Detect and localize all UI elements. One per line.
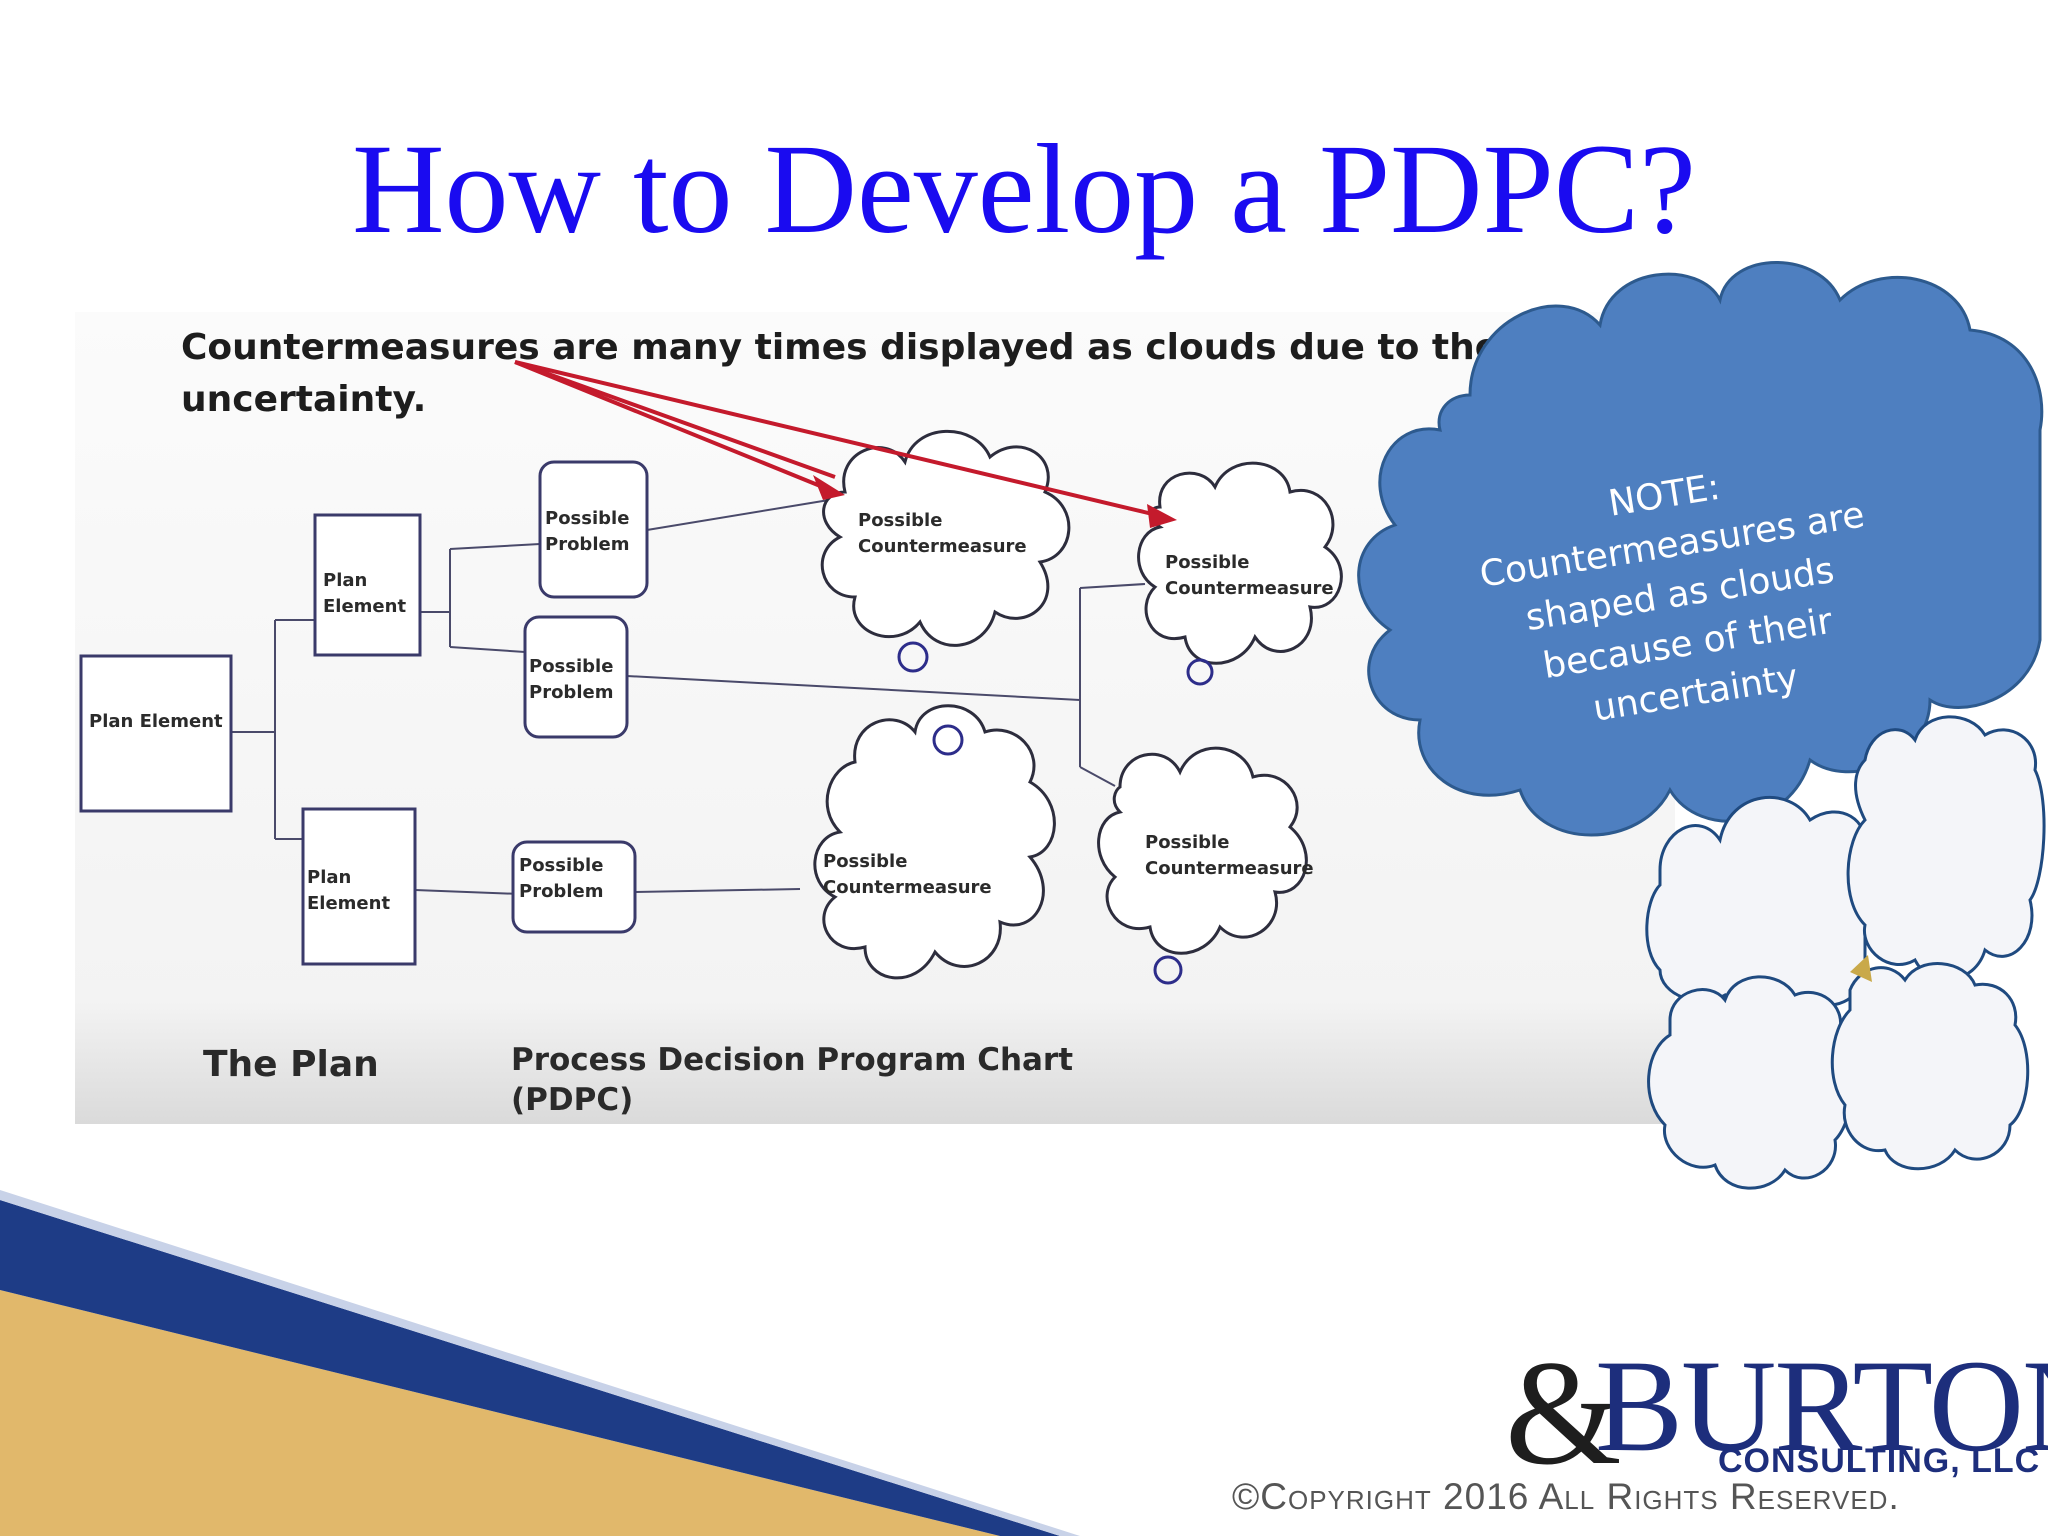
cloud-countermeasure-2 [1137,461,1343,665]
connector-problem3-cloud3 [634,888,801,893]
label-plan-element-root: Plan Element [89,711,223,732]
white-cloud-top-right [1846,715,2046,982]
arrow-to-cloud-1 [514,360,836,494]
cloud-tail-4 [1153,955,1183,985]
box-problem-3 [511,840,637,934]
intro-line-1: Countermeasures are many times displayed… [181,327,1530,368]
pdpc-diagram [79,360,1343,985]
label-plan-element-1: Plan Element [323,570,407,617]
arrow-extra [514,360,836,479]
label-countermeasure-3: Possible Countermeasure [823,851,992,898]
white-cloud-top-left [1645,796,1868,1016]
label-countermeasure-2: Possible Countermeasure [1165,552,1334,599]
box-plan-element-root [79,654,233,813]
label-plan-element-2: Plan Element [307,867,391,914]
footer-pdpc-line-1: Process Decision Program Chart [511,1042,1074,1078]
logo-word: BURTON [1595,1332,2048,1479]
footer-pdpc: Process Decision Program Chart (PDPC) [511,1040,1073,1120]
connector-pe2-problem3 [414,889,521,895]
connector-right-bottom [1079,766,1116,787]
label-countermeasure-4: Possible Countermeasure [1145,832,1314,879]
connector-right-top [1079,583,1146,589]
label-problem-2: Possible Problem [529,656,614,703]
white-cloud-bottom-left [1647,975,1855,1190]
box-problem-1 [538,460,649,599]
box-plan-element-1 [313,513,422,657]
connector-problem1-cloud1 [646,498,836,531]
box-plan-element-2 [301,807,417,966]
cloud-countermeasure-3 [813,704,1056,980]
cloud-tail-marker [1850,955,1872,982]
white-cloud-bottom-right [1830,962,2030,1171]
connector-problem2-right [626,675,1081,701]
label-countermeasure-1: Possible Countermeasure [858,510,1027,557]
box-problem-2 [523,615,629,739]
label-problem-1: Possible Problem [545,508,630,555]
cloud-countermeasure-4 [1097,746,1308,955]
connector-to-problem1 [449,543,541,550]
arrowhead-cloud-1 [813,475,845,500]
slide-title: How to Develop a PDPC? [352,118,1696,260]
label-problem-3: Possible Problem [519,855,604,902]
cloud-tail-2 [1186,658,1214,686]
cloud-tail-1 [897,641,929,673]
footer-pdpc-line-2: (PDPC) [511,1082,634,1118]
diagram-intro: Countermeasures are many times displayed… [181,322,1631,426]
note-cloud [1357,261,2044,837]
arrow-to-cloud-2 [514,360,1166,519]
cloud-tail-3 [932,724,964,756]
arrowhead-cloud-2 [1147,504,1177,528]
copyright-notice: ©Copyright 2016 All Rights Reserved. [1232,1476,1900,1517]
logo-subtitle: CONSULTING, LLC [1718,1442,2041,1480]
burton-logo: & BURTON CONSULTING, LLC [1500,1338,2048,1536]
logo-ampersand-icon: & [1505,1330,1622,1496]
footer-the-plan: The Plan [203,1044,379,1085]
connector-to-problem2 [449,646,526,653]
intro-line-2: uncertainty. [181,379,427,420]
swoosh-light [0,1190,1080,1536]
cloud-countermeasure-1 [820,429,1071,647]
